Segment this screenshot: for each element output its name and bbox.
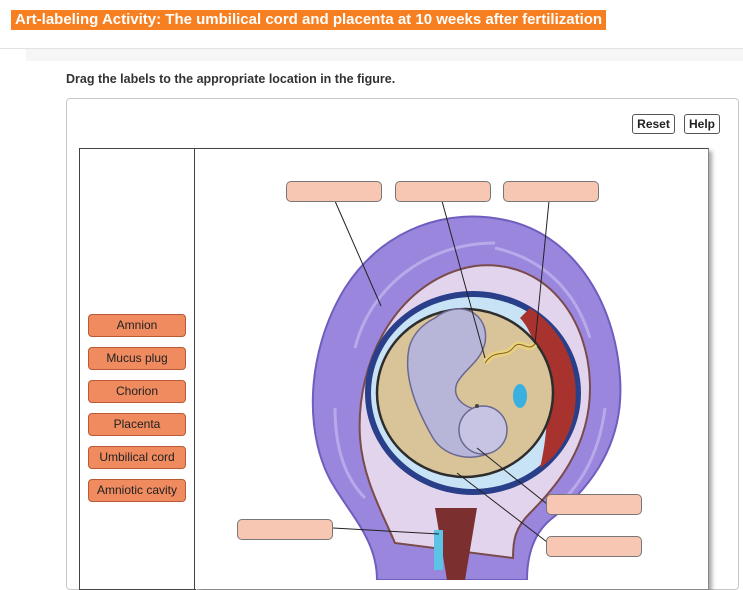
page-title: Art-labeling Activity: The umbilical cor… [11, 10, 607, 30]
reset-button[interactable]: Reset [632, 114, 675, 134]
drop-target-5[interactable] [546, 536, 642, 557]
label-amniotic-cavity[interactable]: Amniotic cavity [88, 479, 186, 502]
label-placenta[interactable]: Placenta [88, 413, 186, 436]
drop-target-3[interactable] [503, 181, 599, 202]
title-bar: Art-labeling Activity: The umbilical cor… [0, 0, 743, 48]
drop-target-4[interactable] [546, 494, 642, 515]
label-mucus-plug[interactable]: Mucus plug [88, 347, 186, 370]
label-umbilical-cord[interactable]: Umbilical cord [88, 446, 186, 469]
label-chorion[interactable]: Chorion [88, 380, 186, 403]
instructions-text: Drag the labels to the appropriate locat… [66, 72, 396, 86]
drop-target-6[interactable] [237, 519, 333, 540]
drop-target-2[interactable] [395, 181, 491, 202]
divider [0, 48, 743, 49]
yolk-sac [513, 384, 527, 408]
cervical-canal [435, 508, 477, 580]
uterus-illustration [311, 200, 622, 580]
label-amnion[interactable]: Amnion [88, 314, 186, 337]
mucus-plug [434, 530, 443, 570]
drop-target-1[interactable] [286, 181, 382, 202]
help-button[interactable]: Help [684, 114, 720, 134]
content-top-strip [26, 49, 743, 61]
